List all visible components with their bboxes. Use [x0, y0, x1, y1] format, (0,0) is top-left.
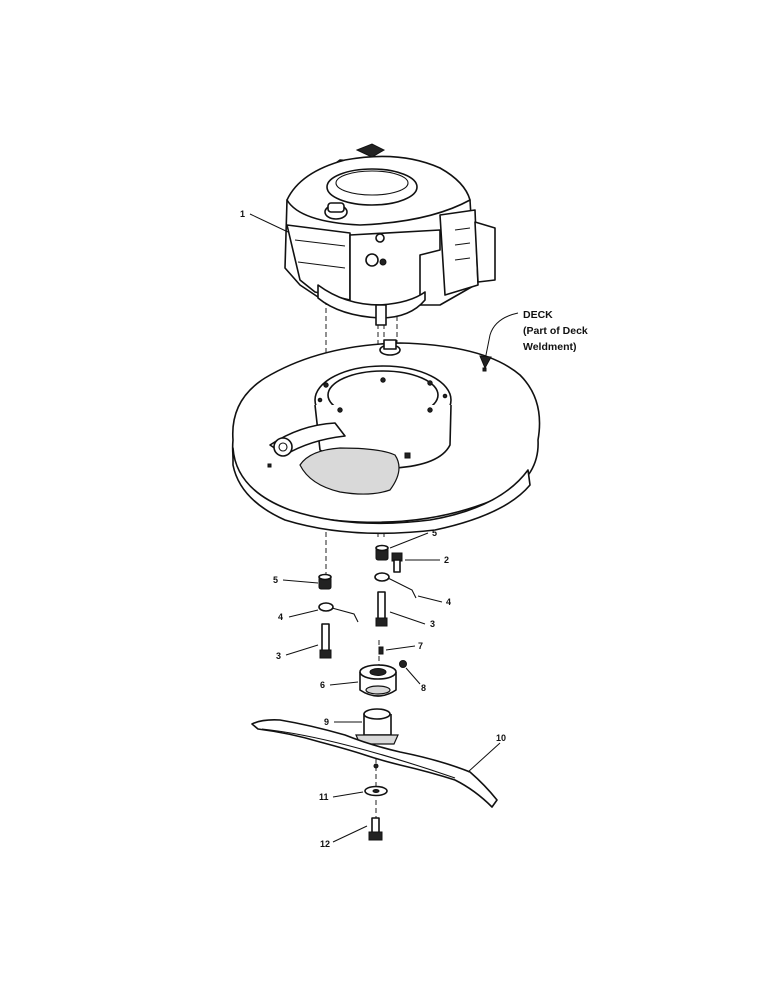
bolt-right-short: 2 — [391, 552, 449, 573]
spacer-right: 5 — [375, 528, 437, 561]
deck-label-group: DECK (Part of Deck Weldment) — [479, 309, 588, 370]
callout-5-right: 5 — [432, 528, 437, 538]
callout-11: 11 — [319, 792, 329, 802]
callout-12: 12 — [320, 839, 330, 849]
bolt-right-long: 3 — [375, 591, 435, 629]
spacer-left: 5 — [273, 573, 332, 590]
blade-adapter: 9 — [324, 708, 399, 745]
callout-3-left: 3 — [276, 651, 281, 661]
set-screw: 8 — [399, 660, 426, 693]
deck — [231, 339, 541, 535]
blade-bolt: 12 — [320, 817, 383, 849]
blade: 10 — [251, 719, 506, 808]
washer: 11 — [319, 785, 388, 802]
callout-1: 1 — [240, 209, 245, 219]
callout-3-right: 3 — [430, 619, 435, 629]
clip-right: 4 — [374, 572, 451, 607]
callout-4-right: 4 — [446, 597, 451, 607]
callout-5-left: 5 — [273, 575, 278, 585]
callout-10: 10 — [496, 733, 506, 743]
bolt-left: 3 — [276, 623, 332, 661]
adapter: 6 — [320, 664, 397, 697]
deck-label-line2: (Part of Deck — [523, 325, 588, 337]
deck-label-line1: DECK — [523, 309, 553, 321]
key: 7 — [378, 641, 423, 655]
callout-9: 9 — [324, 717, 329, 727]
callout-6: 6 — [320, 680, 325, 690]
callout-4-left: 4 — [278, 612, 283, 622]
callout-2: 2 — [444, 555, 449, 565]
clip-left: 4 — [278, 602, 359, 623]
callout-7: 7 — [418, 641, 423, 651]
engine — [284, 143, 496, 326]
callout-8: 8 — [421, 683, 426, 693]
deck-label-line3: Weldment) — [523, 341, 576, 353]
engine-callout: 1 — [240, 209, 289, 233]
